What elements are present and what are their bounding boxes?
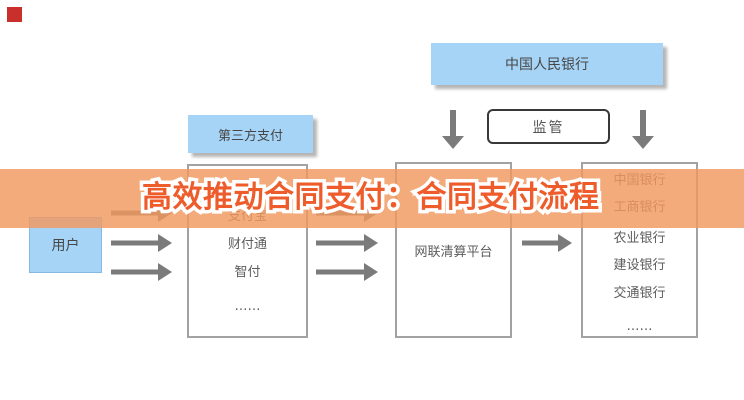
third-party-header-label: 第三方支付 [217, 128, 283, 144]
third-party-item: 财付通 [227, 237, 267, 252]
central-bank-label: 中国人民银行 [505, 57, 589, 73]
page-title-outline: 高效推动合同支付：合同支付流程 [139, 177, 603, 219]
arrow-head [442, 136, 464, 149]
arrow-shaft [522, 240, 558, 246]
arrow-user-to-thirdparty-3-icon [111, 263, 172, 281]
bank-item: 建设银行 [613, 258, 666, 273]
title-band [0, 169, 744, 228]
page-title-text: 高效推动合同支付：合同支付流程 [142, 180, 600, 215]
red-corner-marker [7, 7, 22, 22]
arrow-user-to-thirdparty-2-icon [111, 234, 172, 252]
clearing-platform-label: 网联清算平台 [414, 244, 493, 260]
arrow-shaft [316, 269, 364, 275]
arrow-head [158, 263, 172, 281]
arrow-thirdparty-to-clearing-3-icon [316, 263, 378, 281]
arrow-clearing-to-banks-icon [522, 234, 572, 252]
arrow-head [364, 234, 378, 252]
supervision-arrow-right-icon [632, 110, 654, 149]
supervision-label: 监管 [532, 119, 565, 136]
node-central-bank: 中国人民银行 [431, 43, 663, 85]
bank-item: 交通银行 [613, 286, 666, 301]
bank-item-more: …… [626, 319, 653, 334]
arrow-thirdparty-to-clearing-2-icon [316, 234, 378, 252]
arrow-head [632, 136, 654, 149]
supervision-arrow-left-icon [442, 110, 464, 149]
node-supervision: 监管 [487, 109, 610, 144]
third-party-item-more: …… [234, 299, 261, 314]
arrow-shaft [640, 110, 646, 136]
arrow-shaft [111, 269, 158, 275]
arrow-shaft [450, 110, 456, 136]
arrow-shaft [111, 240, 158, 246]
third-party-item: 智付 [234, 265, 261, 280]
node-third-party-header: 第三方支付 [188, 115, 313, 153]
arrow-head [158, 234, 172, 252]
bank-item: 农业银行 [613, 231, 666, 246]
user-label: 用户 [51, 238, 80, 254]
arrow-head [364, 263, 378, 281]
arrow-head [558, 234, 572, 252]
arrow-shaft [316, 240, 364, 246]
